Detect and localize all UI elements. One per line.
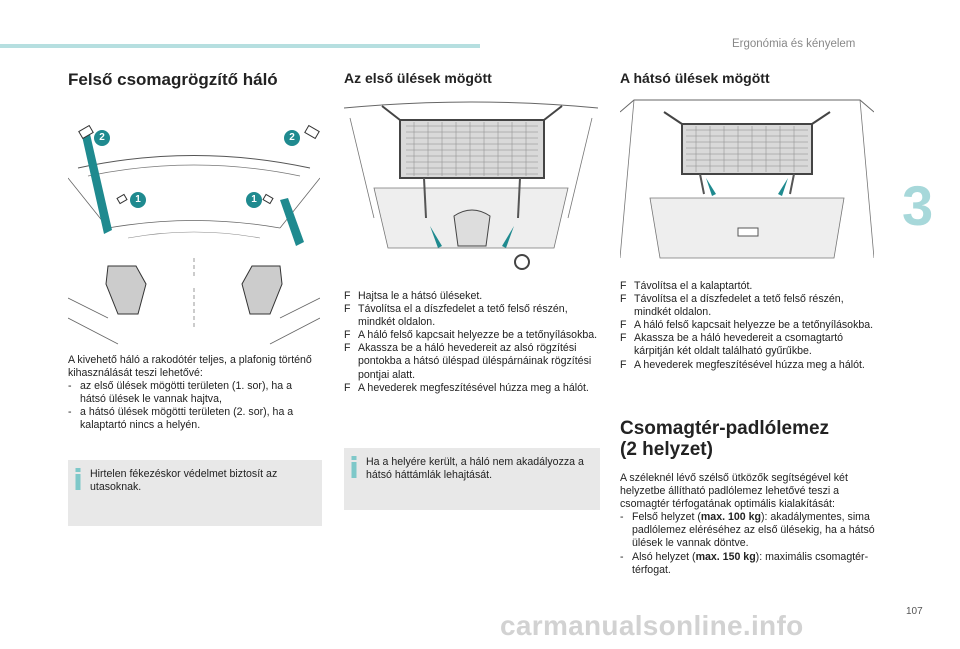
list-item: - az első ülések mögötti területen (1. s… (68, 380, 320, 406)
list-item-text: Távolítsa el a kalaptartót. (634, 280, 753, 292)
info-box-col2: Ha a helyére került, a háló nem akadályo… (344, 448, 600, 510)
list-item-text: Felső helyzet (max. 100 kg): akadályment… (632, 511, 878, 550)
bullet-marker: F (344, 303, 351, 316)
list-item-text: Távolítsa el a díszfedelet a tető felső … (634, 293, 844, 319)
section-title-floor-panel: Csomagtér-padlólemez (2 helyzet) (620, 418, 829, 460)
list-item: F A hevederek megfeszítésével húzza meg a… (620, 359, 880, 372)
bullet-marker: F (620, 332, 627, 345)
info-box-col1: Hirtelen fékezéskor védelmet biztosít az… (68, 460, 322, 526)
floor-panel-title-line2: (2 helyzet) (620, 439, 713, 460)
dash-marker: - (68, 380, 72, 393)
floor-panel-intro: A széleknél lévő szélső ütközők segítség… (620, 472, 848, 511)
callout-1-right: 1 (246, 192, 262, 208)
upper-position-label: Felső helyzet ( (632, 511, 701, 524)
section-title-upper-net: Felső csomagrögzítő háló (68, 70, 278, 89)
watermark: carmanualsonline.info (500, 610, 804, 641)
list-item-text: a hátsó ülések mögötti területen (2. sor… (80, 406, 294, 432)
dash-marker: - (620, 550, 624, 563)
upper-position-desc: ): akadálymentes, sima padlólemez elérés… (632, 511, 875, 550)
list-item: - a hátsó ülések mögötti területen (2. s… (68, 406, 320, 432)
callout-1-left: 1 (130, 192, 146, 208)
col3-steps: F Távolítsa el a kalaptartót. F Távolítsa … (620, 280, 880, 372)
dash-marker: - (620, 511, 624, 524)
list-item: F Távolítsa el a díszfedelet a tető felső… (344, 303, 600, 329)
list-item: F Távolítsa el a kalaptartót. (620, 280, 880, 293)
info-icon (75, 468, 81, 490)
section-title-front-seats: Az első ülések mögött (344, 70, 492, 86)
list-item: F A hevederek megfeszítésével húzza meg a… (344, 382, 600, 395)
bullet-marker: F (344, 329, 351, 342)
bullet-marker: F (344, 342, 351, 355)
figure-net-behind-rear-seats (620, 98, 874, 274)
list-item: F Akassza be a háló hevedereit a csomagta… (620, 332, 880, 358)
col3-floor-text: A széleknél lévő szélső ütközők segítség… (620, 472, 878, 577)
section-title-rear-seats: A hátsó ülések mögött (620, 70, 770, 86)
floor-panel-title-line1: Csomagtér-padlólemez (620, 418, 830, 439)
page-number: 107 (906, 606, 923, 617)
list-item-text: A háló felső kapcsait helyezze be a tető… (634, 319, 874, 332)
col1-intro: A kivehető háló a rakodótér teljes, a pl… (68, 354, 312, 380)
figure-net-behind-front-seats (344, 98, 598, 278)
list-item-text: A hevederek megfeszítésével húzza meg a … (358, 381, 589, 394)
info-icon (351, 456, 357, 478)
section-header: Ergonómia és kényelem (732, 38, 856, 50)
list-item-text: Alsó helyzet (max. 150 kg): maximális cs… (632, 551, 878, 577)
list-item: - Felső helyzet (max. 100 kg): akadályme… (620, 511, 878, 550)
list-item: - Alsó helyzet (max. 150 kg): maximális … (620, 551, 878, 577)
bullet-marker: F (620, 358, 627, 371)
info-text: Ha a helyére került, a háló nem akadályo… (366, 456, 584, 482)
col2-steps: F Hajtsa le a hátsó üléseket. F Távolítsa … (344, 290, 600, 395)
list-item-text: A hevederek megfeszítésével húzza meg a … (634, 358, 865, 371)
lower-position-weight: max. 150 kg (695, 550, 756, 563)
figure-upper-net-anchors: 2 2 1 1 (68, 118, 320, 350)
bullet-marker: F (344, 290, 351, 302)
list-item: F Hajtsa le a hátsó üléseket. (344, 290, 600, 303)
bullet-marker: F (620, 319, 627, 332)
chapter-number: 3 (902, 174, 934, 237)
list-item-text: Akassza be a háló hevedereit a csomagtar… (634, 332, 844, 358)
list-item: F A háló felső kapcsait helyezze be a tet… (620, 319, 880, 332)
list-item-text: Távolítsa el a díszfedelet a tető felső … (358, 303, 568, 329)
callout-2-left: 2 (94, 130, 110, 146)
bullet-marker: F (344, 381, 351, 394)
list-item: F Akassza be a háló hevedereit az alsó rö… (344, 342, 600, 381)
list-item-text: A háló felső kapcsait helyezze be a tető… (358, 329, 598, 342)
lower-position-desc: ): maximális csomagtér-térfogat. (632, 550, 869, 576)
bullet-marker: F (620, 293, 627, 306)
bullet-marker: F (620, 280, 627, 292)
list-item-text: Hajtsa le a hátsó üléseket. (358, 290, 483, 302)
col1-text: A kivehető háló a rakodótér teljes, a pl… (68, 354, 320, 433)
header-accent-bar (0, 44, 480, 48)
lower-position-label: Alsó helyzet ( (632, 550, 696, 563)
list-item-text: az első ülések mögötti területen (1. sor… (80, 380, 292, 406)
upper-position-weight: max. 100 kg (700, 511, 761, 524)
list-item-text: Akassza be a háló hevedereit az alsó rög… (358, 342, 592, 381)
callout-2-right: 2 (284, 130, 300, 146)
list-item: F Távolítsa el a díszfedelet a tető felső… (620, 293, 880, 319)
info-text: Hirtelen fékezéskor védelmet biztosít az… (90, 468, 278, 494)
dash-marker: - (68, 406, 72, 419)
list-item: F A háló felső kapcsait helyezze be a tet… (344, 329, 600, 342)
